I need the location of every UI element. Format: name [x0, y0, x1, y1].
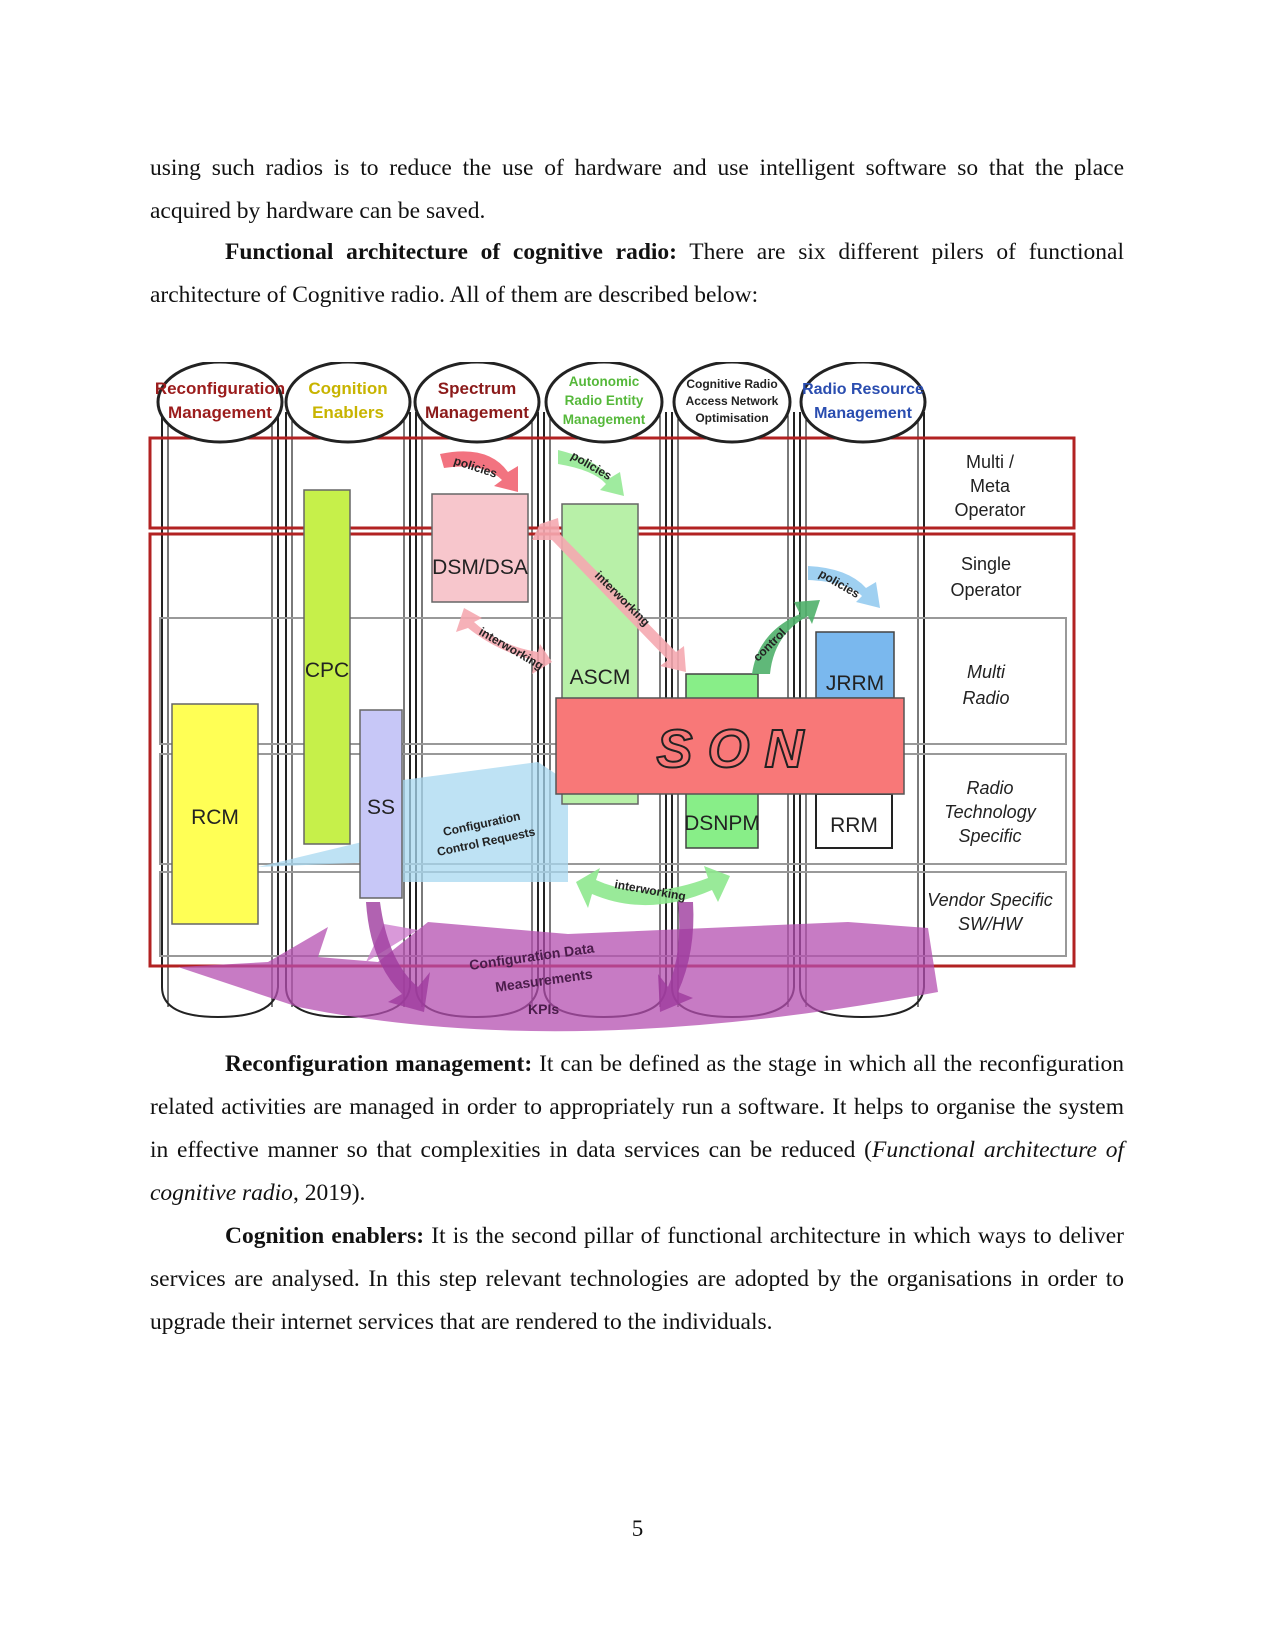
section-heading: Reconfiguration management: — [225, 1051, 533, 1077]
son-label: S O N — [656, 719, 804, 779]
interworking-arrow-dsm — [456, 608, 552, 674]
layer-label: SW/HW — [958, 914, 1024, 934]
arrow-label: KPIs — [528, 1001, 559, 1017]
cpc-label: CPC — [305, 659, 349, 682]
dsm-block — [431, 493, 529, 603]
layer-label: Radio — [966, 778, 1013, 798]
layer-label: Multi — [967, 662, 1006, 682]
policies-arrow-spectrum — [440, 451, 518, 492]
dsnpm-label: DSNPM — [684, 812, 760, 835]
pillar-title: Spectrum — [438, 379, 516, 398]
config-data-arrow — [178, 922, 938, 1032]
section-heading: Functional architecture of cognitive rad… — [225, 239, 678, 265]
rcm-label: RCM — [191, 806, 239, 829]
layer-label: Operator — [954, 500, 1025, 520]
policies-arrow-rrm — [808, 566, 880, 608]
paragraph-text: It is the second pillar of functional ar… — [150, 1223, 1124, 1335]
body-paragraph: using such radios is to reduce the use o… — [150, 147, 1124, 233]
policies-arrow-autonomic — [558, 450, 624, 496]
dsnpm-block — [685, 791, 759, 849]
pillar-title: Radio Resource — [802, 381, 924, 398]
layer-label: Multi / — [966, 452, 1014, 472]
config-requests-arrow — [258, 762, 568, 882]
dsnpm-down-arrow — [658, 902, 694, 1012]
paragraph-text: using such radios is to reduce the use o… — [150, 155, 1124, 224]
jrrm-label: JRRM — [826, 672, 884, 695]
pillar-title: Radio Entity — [565, 393, 644, 408]
pillar-title: Management — [563, 412, 646, 427]
son-block — [555, 697, 905, 795]
pillar-title: Autonomic — [569, 374, 640, 389]
pillar-title: Management — [168, 403, 272, 422]
pillar-header-oval — [799, 362, 927, 444]
ascm-label: ASCM — [570, 666, 631, 689]
layer-label: Meta — [970, 476, 1011, 496]
layer-label: Radio — [962, 688, 1009, 708]
pillar-header-oval — [672, 362, 792, 444]
page-number: 5 — [631, 1516, 644, 1541]
layer-label: Operator — [950, 580, 1021, 600]
pillar-header-oval — [413, 362, 541, 444]
rcm-block — [171, 703, 259, 925]
section-heading: Cognition enablers: — [225, 1223, 425, 1249]
pillar-title: Reconfiguration — [155, 379, 285, 398]
pillar-title: Enablers — [312, 403, 384, 422]
paragraph-text: There are six different pilers of functi… — [150, 239, 1124, 308]
layer-label: Single — [961, 554, 1011, 574]
jrrm-block — [815, 631, 895, 699]
pillar-title: Cognition — [308, 379, 387, 398]
paragraph-text: , 2019). — [292, 1180, 366, 1206]
citation: Functional architecture of cognitive rad… — [150, 1137, 1124, 1206]
pillar-title: Cognitive Radio — [686, 377, 777, 391]
pillar-title: Access Network — [686, 394, 779, 408]
pillar-header-oval — [544, 362, 664, 444]
ss-block — [359, 709, 403, 899]
ss-label: SS — [367, 796, 395, 819]
interworking-arrow-bottom — [576, 866, 730, 908]
dsm-label: DSM/DSA — [432, 556, 528, 579]
control-arrow — [752, 600, 820, 674]
rrm-block — [815, 793, 893, 849]
body-paragraph: Functional architecture of cognitive rad… — [150, 231, 1124, 317]
cpc-block — [303, 489, 351, 845]
pillar-header-oval — [284, 362, 412, 444]
interworking-arrow-diag — [532, 518, 686, 672]
pillar-title: Management — [814, 405, 912, 422]
pillar-title: Management — [425, 403, 529, 422]
layer-label: Vendor Specific — [927, 890, 1052, 910]
layer-label: Technology — [944, 802, 1036, 822]
body-paragraph: Cognition enablers: It is the second pil… — [150, 1215, 1124, 1344]
cognitive-radio-architecture-diagram: Reconfiguration Management Cognition Ena… — [148, 362, 1076, 1032]
pillar-header-oval — [156, 362, 284, 444]
pillar-title: Optimisation — [695, 411, 768, 425]
arrow-label: interworking — [477, 624, 546, 672]
ss-down-arrow — [366, 902, 430, 1012]
layer-label: Specific — [958, 826, 1021, 846]
body-paragraph: Reconfiguration management: It can be de… — [150, 1043, 1124, 1215]
paragraph-text: It can be defined as the stage in which … — [150, 1051, 1125, 1163]
rrm-label: RRM — [830, 814, 878, 837]
